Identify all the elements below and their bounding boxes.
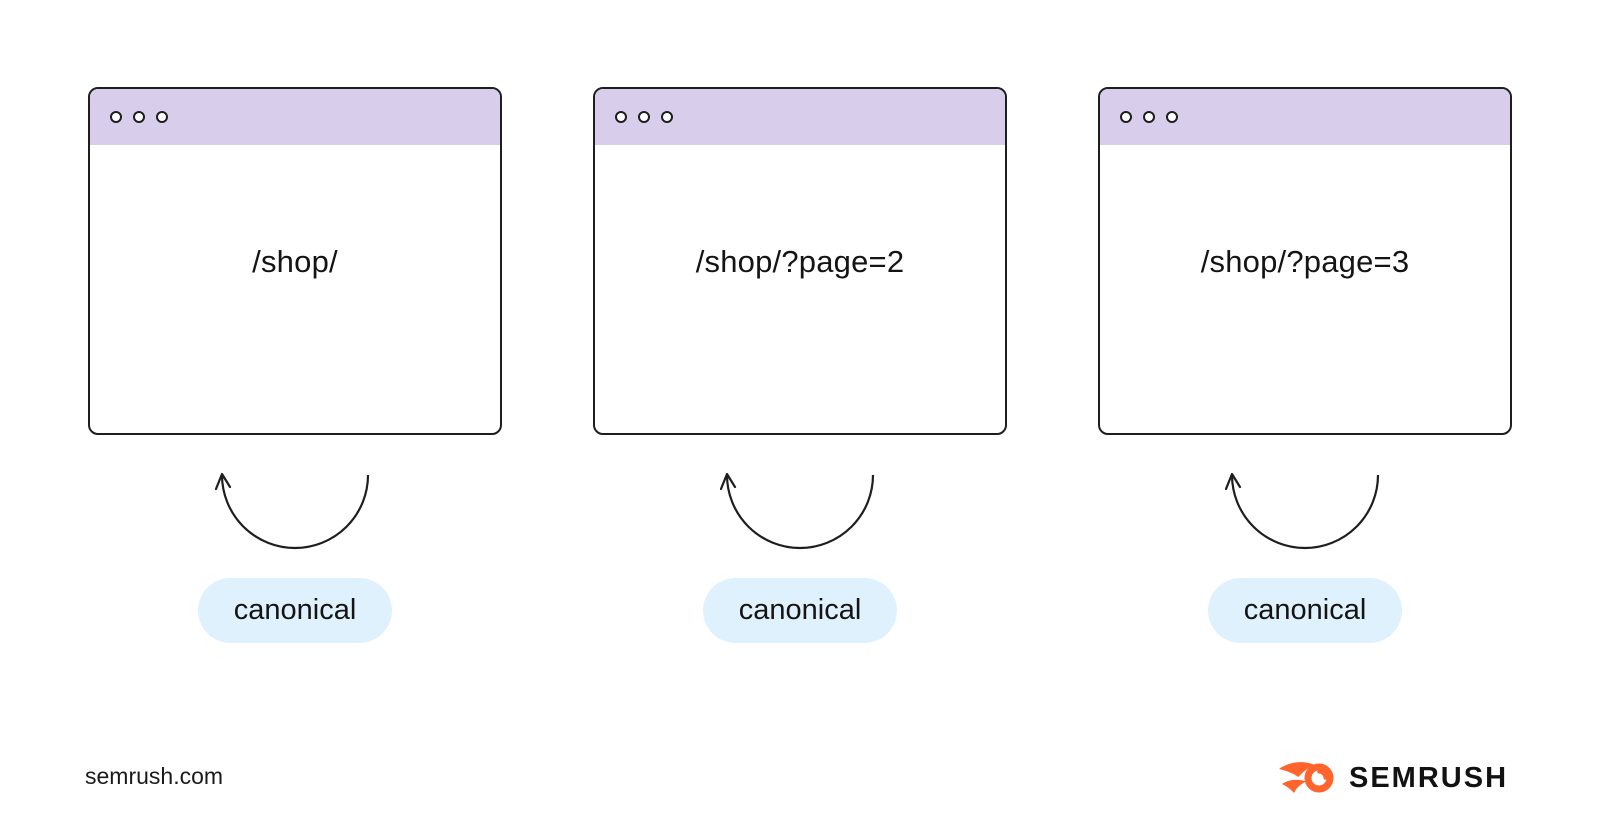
browser-titlebar — [90, 89, 500, 145]
canonical-badge: canonical — [702, 578, 898, 643]
diagram-column-shop-page2: /shop/?page=2 canonical — [593, 87, 1007, 643]
browser-content: /shop/?page=2 — [595, 145, 1005, 433]
window-dot-icon — [1166, 111, 1178, 123]
window-dot-icon — [1120, 111, 1132, 123]
browser-titlebar — [1100, 89, 1510, 145]
browser-window: /shop/ — [88, 87, 502, 435]
browser-content: /shop/ — [90, 145, 500, 433]
watermark-text: semrush.com — [85, 763, 224, 789]
page-url: /shop/?page=3 — [1200, 244, 1410, 279]
canonical-label: canonical — [233, 594, 357, 626]
self-canonical-arrow-icon — [720, 472, 875, 550]
window-dot-icon — [1143, 111, 1155, 123]
canonical-label: canonical — [738, 594, 862, 626]
window-dot-icon — [615, 111, 627, 123]
window-dot-icon — [156, 111, 168, 123]
browser-window: /shop/?page=2 — [593, 87, 1007, 435]
browser-titlebar — [595, 89, 1005, 145]
self-canonical-arrow-icon — [1225, 472, 1380, 550]
window-dot-icon — [133, 111, 145, 123]
diagram-column-shop-page3: /shop/?page=3 canonical — [1098, 87, 1512, 643]
semrush-logo: SEMRUSH — [1277, 758, 1508, 798]
page-url: /shop/?page=2 — [695, 244, 905, 279]
canonical-label: canonical — [1243, 594, 1367, 626]
window-dot-icon — [110, 111, 122, 123]
self-canonical-arrow-icon — [215, 472, 370, 550]
diagram-column-shop: /shop/ canonical — [88, 87, 502, 643]
browser-content: /shop/?page=3 — [1100, 145, 1510, 433]
window-dot-icon — [638, 111, 650, 123]
window-dot-icon — [661, 111, 673, 123]
browser-window: /shop/?page=3 — [1098, 87, 1512, 435]
page-url: /shop/ — [252, 244, 338, 279]
semrush-flame-icon — [1279, 762, 1334, 793]
canonical-badge: canonical — [1207, 578, 1403, 643]
canonical-badge: canonical — [197, 578, 393, 643]
semrush-wordmark: SEMRUSH — [1349, 761, 1509, 794]
